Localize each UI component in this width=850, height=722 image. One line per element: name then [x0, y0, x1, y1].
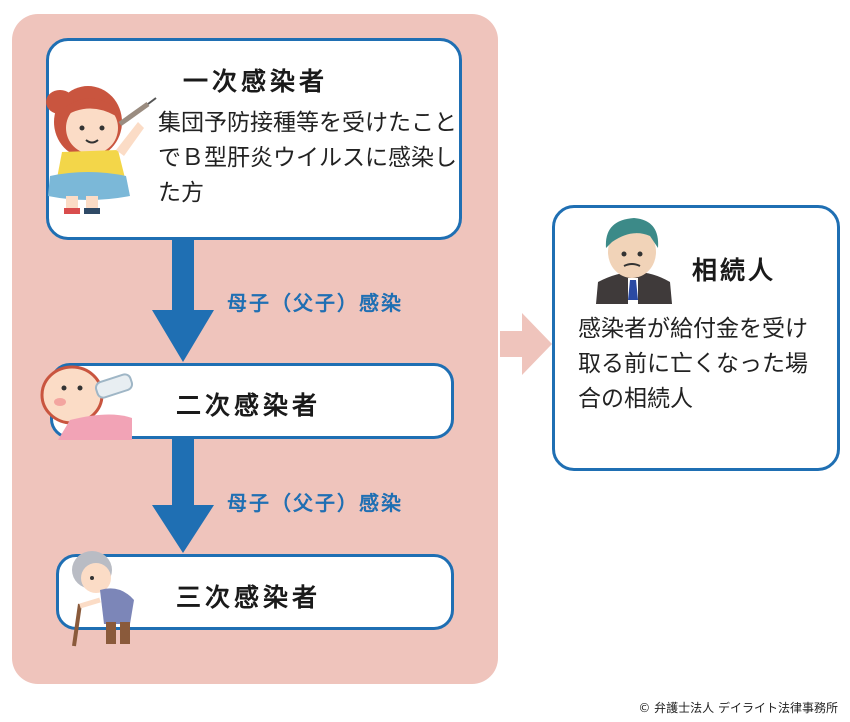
heir-description: 感染者が給付金を受け取る前に亡くなった場合の相続人 [578, 316, 808, 412]
heir-title: 相続人 [692, 256, 777, 285]
arrow-label-primary-to-secondary: 母子（父子）感染 [227, 291, 403, 315]
arrow-right-icon [500, 313, 552, 375]
primary-infected-description: 集団予防接種等を受けたことでＢ型肝炎ウイルスに感染した方 [158, 110, 457, 206]
secondary-infected-title: 二次感染者 [176, 391, 322, 420]
tertiary-infected-title: 三次感染者 [176, 583, 322, 612]
arrow-label-secondary-to-tertiary: 母子（父子）感染 [227, 491, 403, 515]
primary-infected-title: 一次感染者 [183, 67, 329, 96]
heir-box [552, 205, 840, 471]
copyright-notice: © 弁護士法人 デイライト法律事務所 [638, 701, 838, 715]
